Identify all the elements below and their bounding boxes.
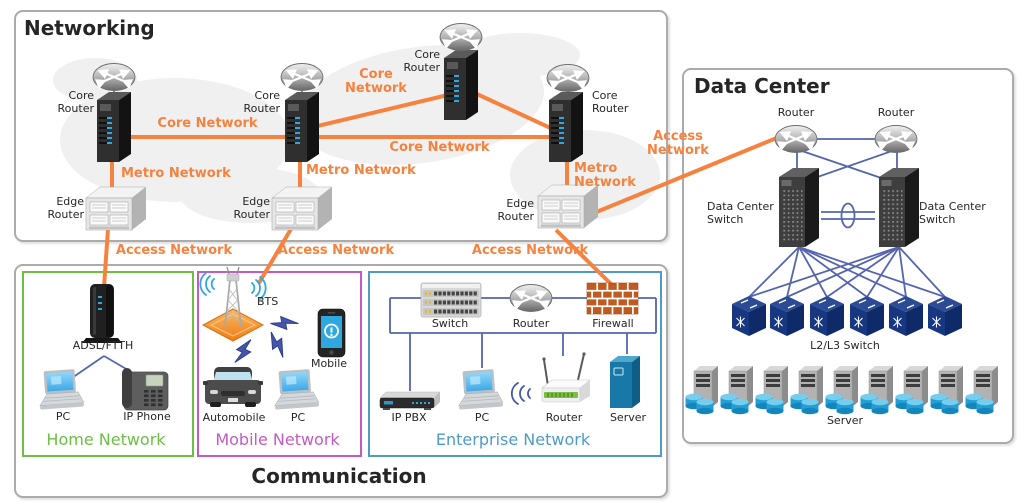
- mobile-pc-label: PC: [290, 411, 306, 424]
- mobile-network-box: [197, 271, 362, 457]
- core-router-device-2: [281, 64, 323, 162]
- core-router-device-3: [440, 24, 482, 120]
- dc-router-icon-1: [775, 126, 817, 153]
- adsl-ftth-label: ADSL/FTTH: [72, 339, 134, 352]
- home-network-box: [22, 271, 194, 457]
- access-network-label-3: Access Network: [471, 243, 589, 258]
- dc-router-label-1: Router: [777, 106, 815, 119]
- access-network-label-2: Access Network: [277, 243, 395, 258]
- dc-server-label: Server: [826, 414, 864, 427]
- mobile-label: Mobile: [310, 357, 348, 370]
- core-router-label-4: Core Router: [592, 89, 629, 115]
- bts-label: BTS: [257, 295, 279, 308]
- data-center-title: Data Center: [694, 74, 830, 98]
- bts-tower-icon: [201, 266, 265, 342]
- edge-router-icon-2: [271, 186, 333, 231]
- server-row: [685, 365, 999, 415]
- enterprise-pc-label: PC: [474, 411, 490, 424]
- core-router-device-4: [547, 65, 589, 162]
- l2l3-switch-label: L2/L3 Switch: [810, 339, 880, 352]
- edge-router-label-2: Edge Router: [233, 195, 270, 221]
- router-puck-icon: [93, 64, 135, 91]
- core-network-label-2: Core Network: [345, 67, 407, 97]
- radio-waves-icon: [199, 272, 267, 300]
- firewall-icon: [586, 282, 639, 315]
- firewall-label: Firewall: [592, 317, 634, 330]
- metro-network-label-2: Metro Network: [306, 163, 416, 178]
- ip-pbx-icon: [379, 391, 441, 410]
- router-puck-icon: [440, 24, 482, 51]
- automobile-icon: [203, 367, 263, 407]
- wan-links: [102, 87, 780, 288]
- metro-network-label-1: Metro Network: [121, 166, 231, 181]
- core-router-device-1: [93, 64, 135, 162]
- dc-router-label-2: Router: [877, 106, 915, 119]
- enterprise-switch-icon: [420, 282, 482, 318]
- edge-router-label-3: Edge Router: [497, 197, 534, 223]
- l2l3-switch-row: [731, 295, 963, 337]
- mobile-network-title: Mobile Network: [215, 430, 340, 449]
- dc-switch-label-2: Data Center Switch: [919, 200, 986, 226]
- core-network-label-3: Core Network: [389, 140, 490, 155]
- dc-router-icon-2: [875, 126, 917, 153]
- enterprise-server-label: Server: [609, 411, 647, 424]
- router-puck-icon: [281, 64, 323, 91]
- enterprise-server-icon: [610, 356, 640, 408]
- communication-title: Communication: [251, 464, 427, 488]
- smartphone-icon: [317, 308, 346, 358]
- core-network-label-1: Core Network: [157, 116, 258, 131]
- edge-router-icon-1: [85, 186, 147, 231]
- wifi-router-label: Router: [545, 411, 583, 424]
- access-network-label-1: Access Network: [115, 243, 233, 258]
- dc-switch-icon-2: [879, 168, 919, 247]
- edge-router-label-1: Edge Router: [47, 195, 84, 221]
- core-router-label-2: Core Router: [243, 89, 280, 115]
- edge-router-icon-3: [537, 184, 599, 229]
- networking-title: Networking: [24, 16, 155, 40]
- core-router-label-1: Core Router: [57, 89, 94, 115]
- dc-switch-icon-1: [779, 168, 819, 247]
- core-router-label-3: Core Router: [403, 48, 440, 74]
- adsl-modem-icon: [82, 284, 122, 343]
- wifi-waves-icon: [510, 382, 531, 405]
- mobile-pc-icon: [272, 368, 320, 411]
- router-puck-icon: [547, 65, 589, 92]
- metro-network-label-3: Metro Network: [574, 161, 636, 191]
- enterprise-network-box: [368, 271, 662, 457]
- dc-switch-label-1: Data Center Switch: [707, 200, 774, 226]
- home-network-title: Home Network: [46, 430, 166, 449]
- enterprise-router-label: Router: [512, 317, 550, 330]
- enterprise-router-icon: [510, 285, 552, 312]
- automobile-label: Automobile: [202, 411, 266, 424]
- wifi-router-icon: [541, 352, 591, 403]
- ip-pbx-label: IP PBX: [391, 411, 427, 424]
- enterprise-pc-icon: [456, 368, 504, 411]
- home-pc-label: PC: [55, 410, 71, 423]
- enterprise-switch-label: Switch: [431, 317, 469, 330]
- enterprise-network-title: Enterprise Network: [435, 430, 591, 449]
- access-network-label-4: Access Network: [647, 129, 709, 159]
- ip-phone-label: IP Phone: [123, 410, 171, 423]
- ip-phone-icon: [122, 368, 169, 411]
